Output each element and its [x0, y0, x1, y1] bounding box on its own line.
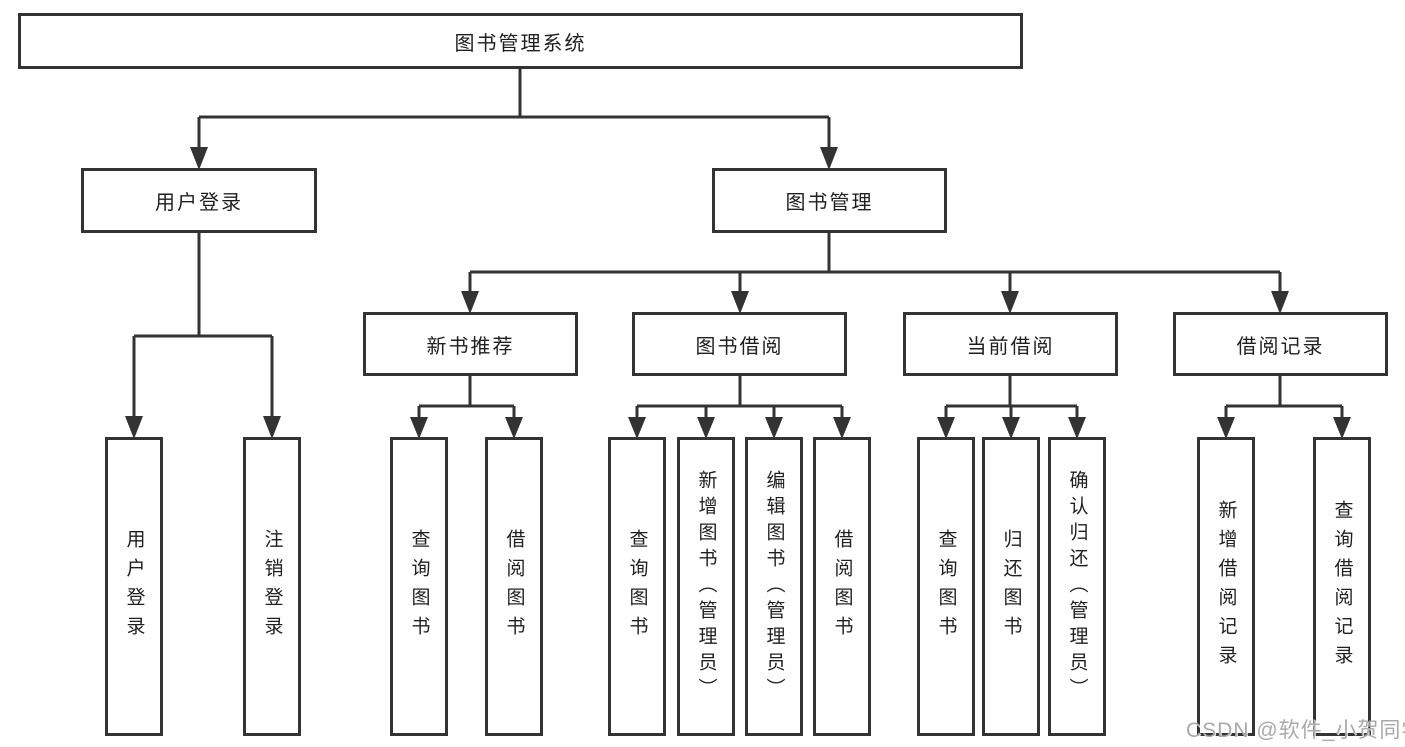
- leaf-edit-book-admin: 编辑图书（管理员）: [745, 437, 803, 736]
- leaf-return-book-label: 归还图书: [1000, 528, 1022, 645]
- arrowhead: [461, 291, 479, 314]
- leaf-borrow-book-1: 借阅图书: [485, 437, 543, 736]
- leaf-confirm-return-admin-label: 确认归还（管理员）: [1066, 469, 1088, 704]
- arrowhead: [1002, 417, 1020, 439]
- leaf-user-login-label: 用户登录: [123, 528, 145, 645]
- leaf-query-borrow-record-label: 查询借阅记录: [1331, 499, 1353, 674]
- node-book-borrow: 图书借阅: [632, 312, 847, 376]
- arrowhead: [628, 417, 646, 439]
- leaf-query-book-1: 查询图书: [390, 437, 448, 736]
- arrowhead: [1068, 417, 1086, 439]
- leaf-add-book-admin-label: 新增图书（管理员）: [695, 469, 717, 704]
- node-root: 图书管理系统: [18, 13, 1023, 69]
- arrowhead: [190, 147, 208, 170]
- node-borrow-records: 借阅记录: [1173, 312, 1388, 376]
- csdn-watermark: CSDN @软件_小贺同学: [1186, 719, 1405, 742]
- leaf-edit-book-admin-label: 编辑图书（管理员）: [763, 469, 785, 704]
- arrowhead: [833, 417, 851, 439]
- node-user-login: 用户登录: [81, 168, 317, 233]
- leaf-query-book-2-label: 查询图书: [626, 528, 648, 645]
- node-new-book-recommend: 新书推荐: [363, 312, 578, 376]
- arrowheads: [125, 147, 1351, 439]
- edge-strokes: [132, 69, 1344, 418]
- leaf-logout: 注销登录: [243, 437, 301, 736]
- leaf-add-borrow-record-label: 新增借阅记录: [1215, 499, 1237, 674]
- node-book-mgmt: 图书管理: [712, 168, 947, 233]
- arrowhead: [731, 291, 749, 314]
- arrowhead: [125, 416, 143, 439]
- arrowhead: [820, 147, 838, 170]
- leaf-add-book-admin: 新增图书（管理员）: [677, 437, 735, 736]
- leaf-borrow-book-2: 借阅图书: [813, 437, 871, 736]
- arrowhead: [697, 417, 715, 439]
- arrowhead: [263, 416, 281, 439]
- arrowhead: [505, 417, 523, 439]
- arrowhead: [410, 417, 428, 439]
- arrowhead: [1333, 417, 1351, 439]
- leaf-query-book-1-label: 查询图书: [408, 528, 430, 645]
- leaf-add-borrow-record: 新增借阅记录: [1197, 437, 1255, 736]
- arrowhead: [1217, 417, 1235, 439]
- arrowhead: [1271, 291, 1289, 314]
- leaf-query-book-2: 查询图书: [608, 437, 666, 736]
- leaf-return-book: 归还图书: [982, 437, 1040, 736]
- leaf-query-book-3: 查询图书: [917, 437, 975, 736]
- leaf-logout-label: 注销登录: [261, 528, 283, 645]
- arrowhead: [937, 417, 955, 439]
- leaf-borrow-book-1-label: 借阅图书: [503, 528, 525, 645]
- leaf-confirm-return-admin: 确认归还（管理员）: [1048, 437, 1106, 736]
- leaf-query-book-3-label: 查询图书: [935, 528, 957, 645]
- arrowhead: [765, 417, 783, 439]
- leaf-user-login: 用户登录: [105, 437, 163, 736]
- arrowhead: [1001, 291, 1019, 314]
- node-current-borrow: 当前借阅: [903, 312, 1118, 376]
- leaf-borrow-book-2-label: 借阅图书: [831, 528, 853, 645]
- leaf-query-borrow-record: 查询借阅记录: [1313, 437, 1371, 736]
